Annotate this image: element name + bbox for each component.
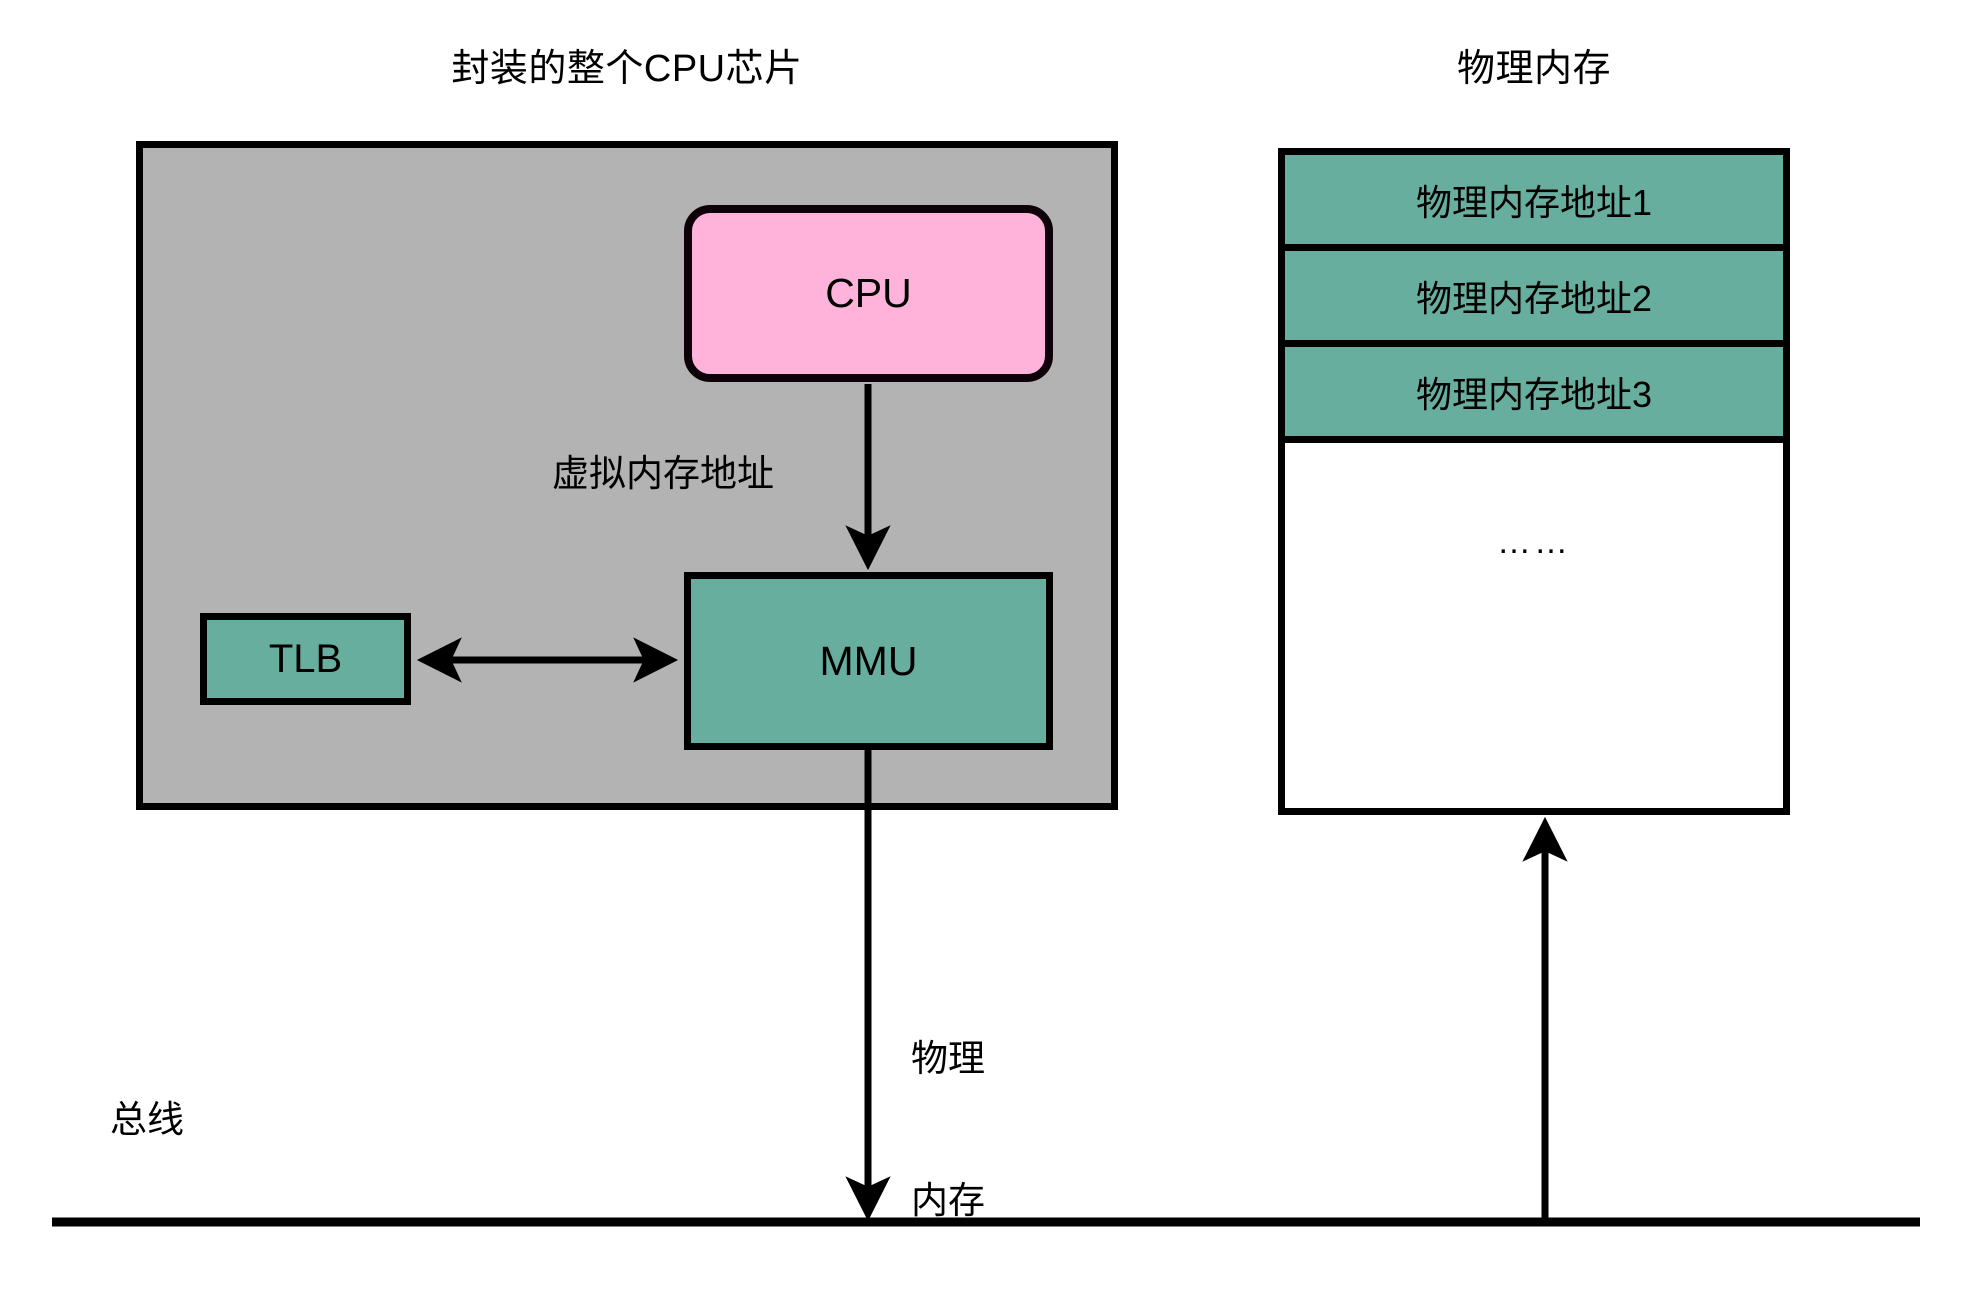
memory-row-label: 物理内存地址3: [1415, 373, 1653, 415]
physical-memory-block: 物理内存地址1 物理内存地址2 物理内存地址3 ……: [1278, 148, 1790, 815]
mmu-block[interactable]: MMU: [684, 572, 1053, 750]
physical-address-label: 物理 内存 地址: [838, 940, 1058, 1300]
tlb-block[interactable]: TLB: [200, 613, 411, 705]
virtual-address-label: 虚拟内存地址: [552, 453, 774, 494]
physical-address-line-2: 内存: [911, 1179, 985, 1221]
memory-row[interactable]: 物理内存地址3: [1285, 347, 1783, 443]
memory-row-label: 物理内存地址1: [1415, 181, 1653, 223]
tlb-block-label: TLB: [268, 636, 343, 681]
memory-ellipsis-label: ……: [1497, 523, 1571, 561]
physical-address-line-1: 物理: [911, 1037, 985, 1079]
memory-row-label: 物理内存地址2: [1415, 277, 1653, 319]
memory-row[interactable]: 物理内存地址2: [1285, 251, 1783, 347]
memory-row[interactable]: 物理内存地址1: [1285, 155, 1783, 251]
bus-label: 总线: [110, 1099, 184, 1140]
memory-empty-region: ……: [1285, 443, 1783, 808]
cpu-block[interactable]: CPU: [684, 205, 1053, 382]
mmu-block-label: MMU: [819, 637, 918, 684]
chip-package-title: 封装的整个CPU芯片: [451, 48, 803, 90]
physical-memory-title: 物理内存: [1456, 48, 1611, 90]
cpu-block-label: CPU: [825, 270, 912, 316]
